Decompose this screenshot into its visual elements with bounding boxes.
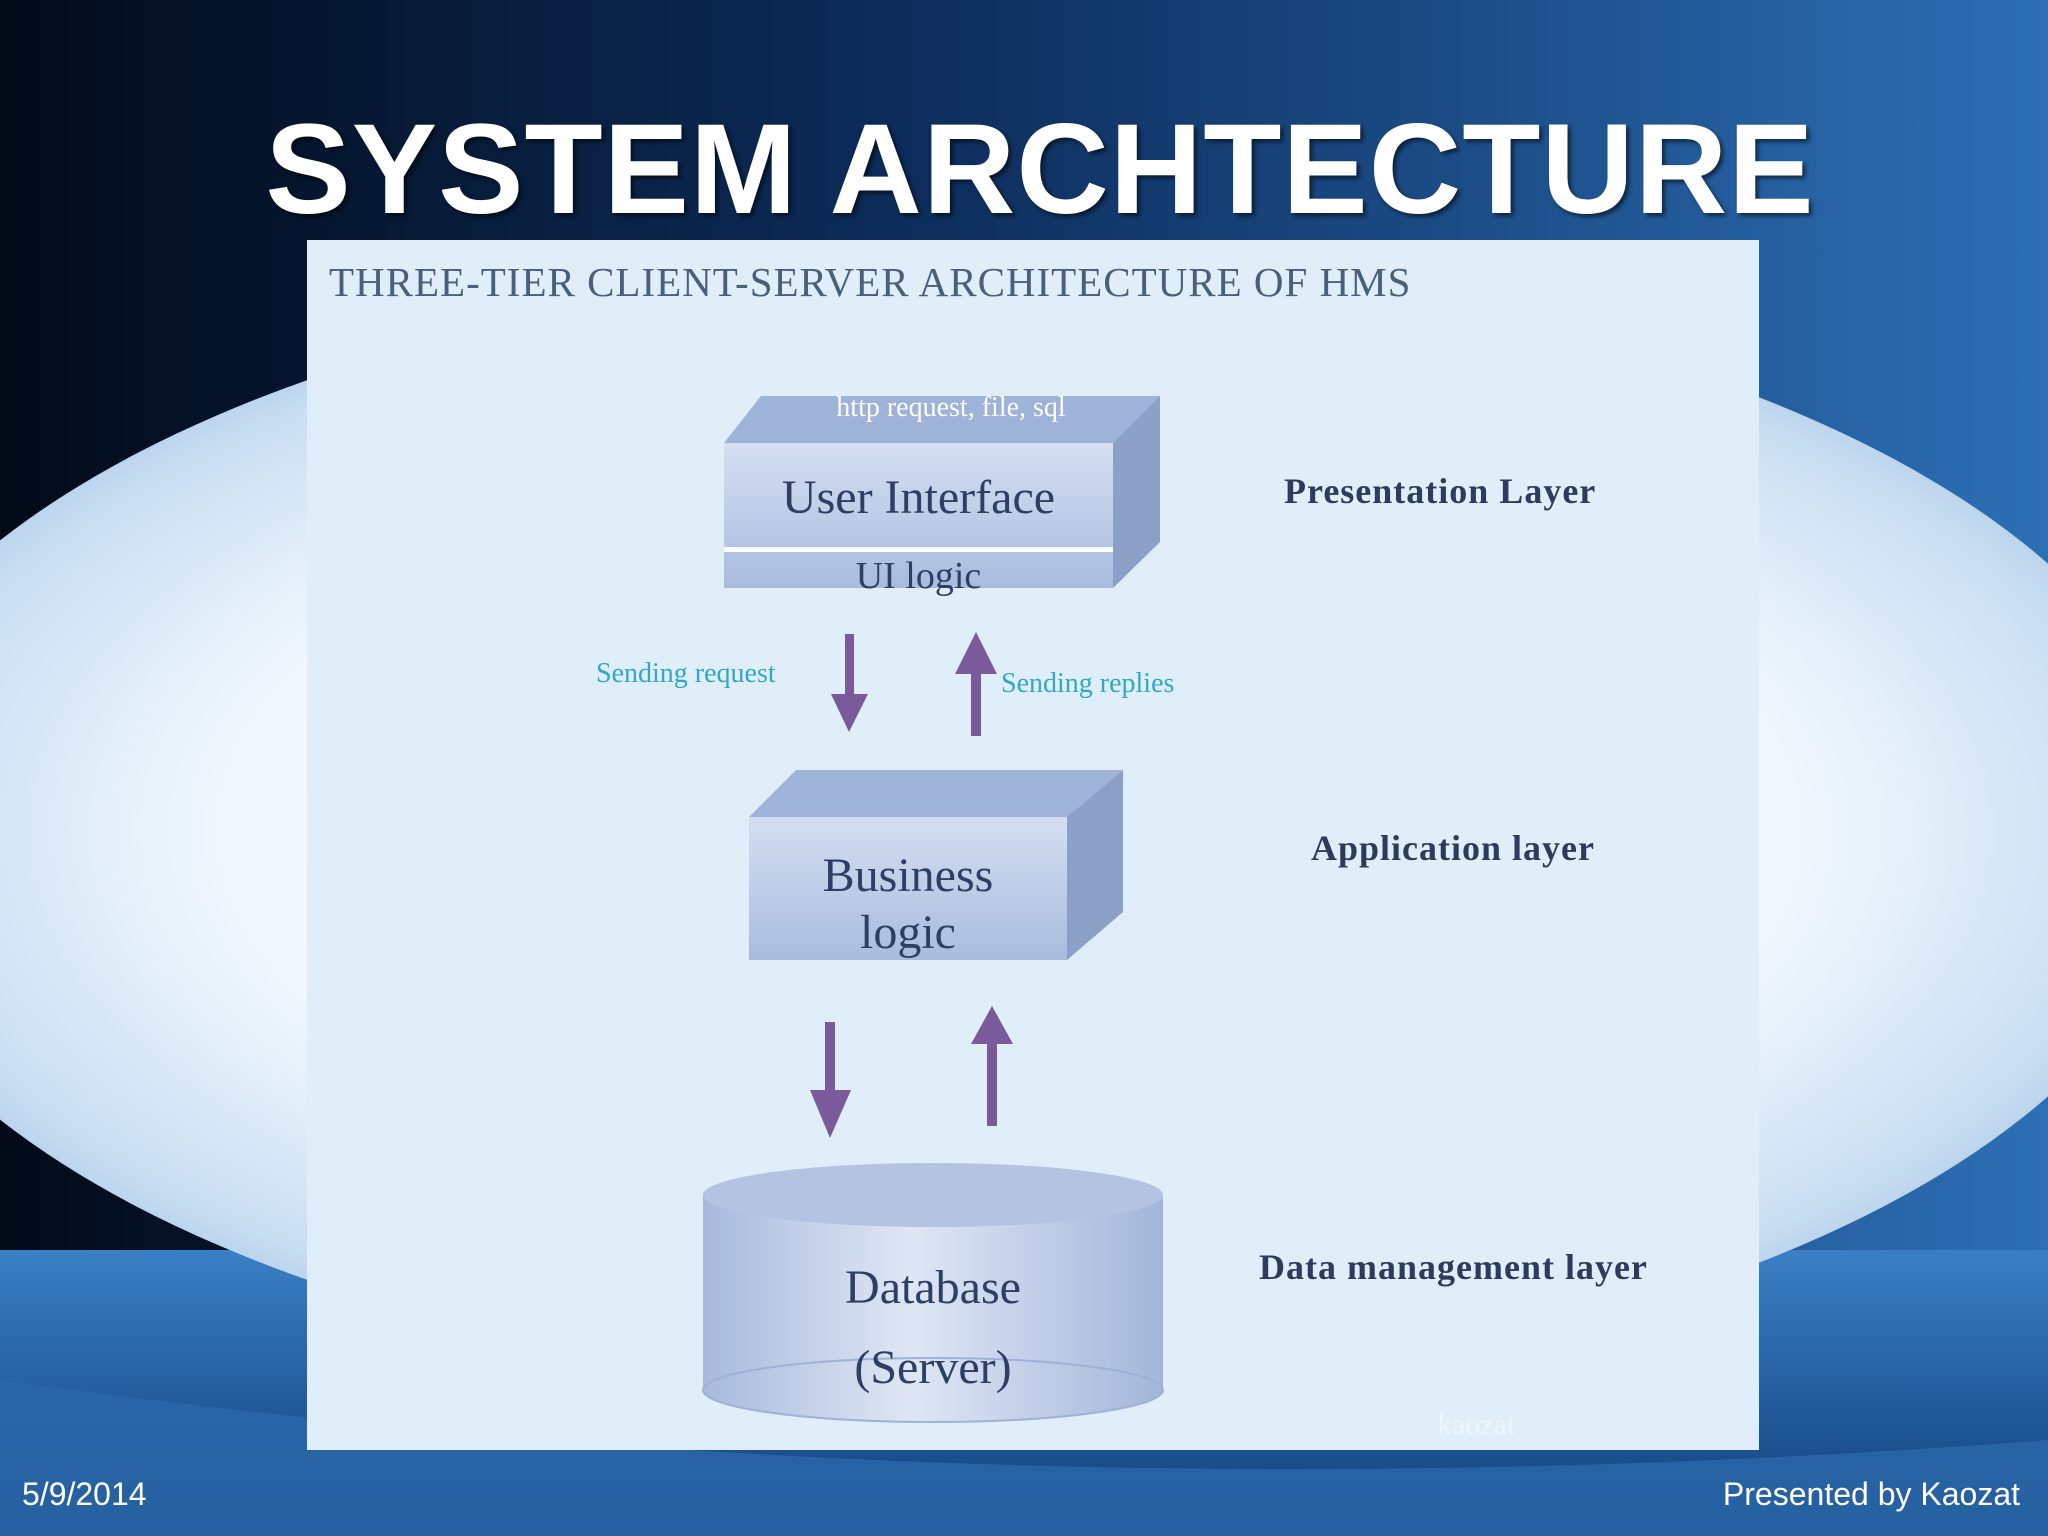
diagram-panel: THREE-TIER CLIENT-SERVER ARCHITECTURE OF… [307, 240, 1759, 1450]
sending-replies-label: Sending replies [1001, 668, 1175, 699]
arrow-request-down-2 [810, 1022, 851, 1138]
database-line2: (Server) [854, 1341, 1012, 1394]
business-logic-line1: Business [822, 849, 994, 902]
application-layer-label: Application layer [1311, 828, 1595, 868]
arrow-request-down-1 [831, 634, 868, 732]
business-logic-line2: logic [860, 906, 956, 959]
database-cylinder [702, 1163, 1164, 1423]
arrow-reply-up-1 [955, 632, 997, 736]
data-management-layer-label: Data management layer [1259, 1247, 1648, 1287]
sending-request-label: Sending request [596, 658, 776, 689]
slide-date: 5/9/2014 [22, 1476, 147, 1512]
watermark: kaozat [1437, 1408, 1516, 1441]
user-interface-label: User Interface [781, 471, 1056, 524]
diagram-title: THREE-TIER CLIENT-SERVER ARCHITECTURE OF… [329, 259, 1412, 305]
top-face-text: http request, file, sql [836, 392, 1066, 423]
user-interface-box [724, 396, 1160, 588]
arrow-reply-up-2 [971, 1006, 1013, 1126]
architecture-diagram [702, 396, 1164, 1423]
presenter-credit: Presented by Kaozat [1722, 1476, 2020, 1512]
presentation-layer-label: Presentation Layer [1284, 471, 1597, 511]
ui-logic-label: UI logic [855, 555, 982, 597]
business-logic-box [749, 770, 1123, 960]
database-line1: Database [845, 1261, 1021, 1314]
slide-title: SYSTEM ARCHTECTURE [265, 98, 1815, 241]
